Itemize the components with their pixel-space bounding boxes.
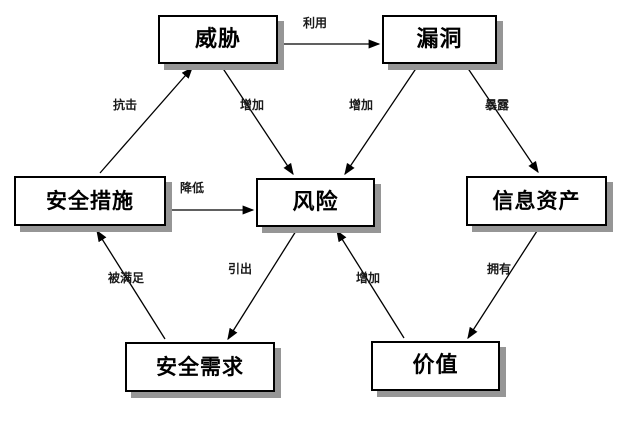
node-label-vuln: 漏洞 xyxy=(416,26,463,52)
edge-label-value-increases-risk: 增加 xyxy=(356,271,381,285)
edge-label-secreq-satisfied-by-control: 被满足 xyxy=(108,271,145,285)
edge-vuln-increases-risk xyxy=(344,66,418,176)
node-asset[interactable]: 信息资产 xyxy=(466,176,607,226)
node-label-value: 价值 xyxy=(412,353,459,378)
node-secreq[interactable]: 安全需求 xyxy=(125,342,275,392)
edge-label-threat-increases-risk: 增加 xyxy=(240,98,265,112)
node-label-risk: 风险 xyxy=(292,189,339,215)
node-control[interactable]: 安全措施 xyxy=(14,176,166,226)
edge-threat-increases-risk xyxy=(221,66,294,176)
edge-risk-derives-secreq xyxy=(227,230,297,341)
node-risk[interactable]: 风险 xyxy=(256,178,375,227)
node-label-asset: 信息资产 xyxy=(492,188,581,213)
node-vuln[interactable]: 漏洞 xyxy=(382,15,497,64)
node-label-secreq: 安全需求 xyxy=(156,354,244,379)
edge-vuln-exposes-asset xyxy=(466,66,539,174)
edge-label-threat-exploits-vuln: 利用 xyxy=(303,16,328,30)
node-label-control: 安全措施 xyxy=(46,188,134,213)
edge-asset-has-value xyxy=(467,230,538,340)
edge-label-vuln-exposes-asset: 暴露 xyxy=(485,98,510,112)
edge-secreq-satisfied-by-control xyxy=(96,229,166,340)
edge-label-vuln-increases-risk: 增加 xyxy=(349,98,374,112)
edge-label-risk-derives-secreq: 引出 xyxy=(228,262,253,276)
node-value[interactable]: 价值 xyxy=(371,341,500,391)
edge-control-counters-threat xyxy=(99,67,193,174)
edge-label-asset-has-value: 拥有 xyxy=(487,262,512,276)
edge-label-control-reduces-risk: 降低 xyxy=(180,181,205,195)
edge-label-control-counters-threat: 抗击 xyxy=(113,98,138,112)
node-threat[interactable]: 威胁 xyxy=(158,15,278,64)
node-label-threat: 威胁 xyxy=(194,26,241,52)
